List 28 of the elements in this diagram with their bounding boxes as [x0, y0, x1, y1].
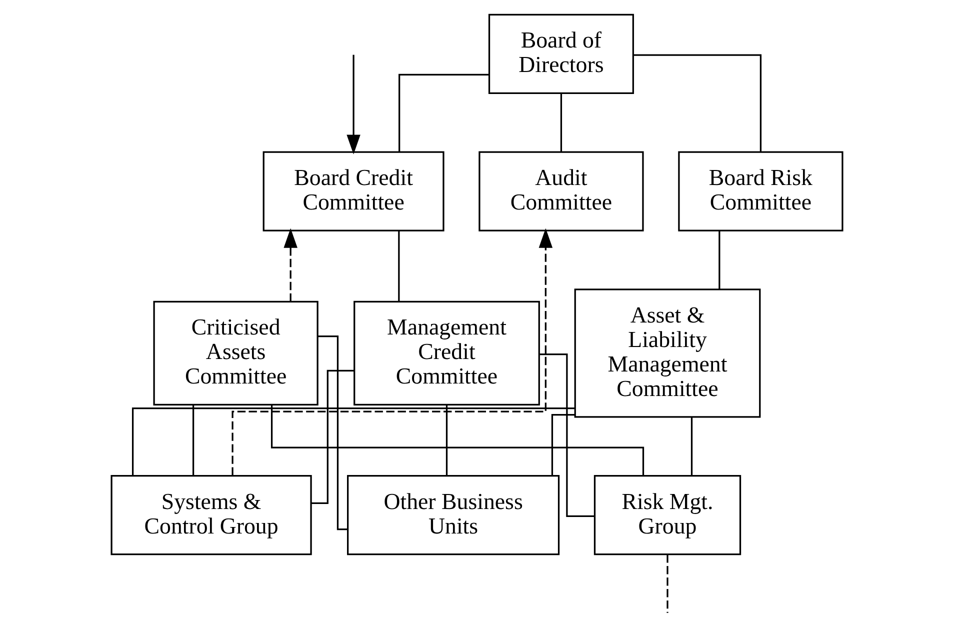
connector — [539, 354, 594, 518]
node-box: Board Risk Committee — [678, 151, 843, 232]
node-box: Systems & Control Group — [110, 474, 312, 556]
connector — [398, 230, 400, 302]
connector — [666, 554, 668, 613]
node-box: Board of Directors — [488, 14, 634, 94]
arrow — [283, 228, 297, 302]
node-box: Board Credit Committee — [262, 151, 444, 232]
connector — [398, 74, 488, 152]
connector — [310, 370, 354, 504]
node-box: Audit Committee — [478, 151, 644, 232]
connector — [317, 336, 348, 530]
arrow — [231, 228, 552, 476]
node-box: Asset & Liability Management Committee — [574, 288, 760, 418]
connector — [550, 414, 574, 476]
connector — [445, 404, 448, 476]
connector — [560, 94, 562, 152]
connector — [192, 404, 194, 476]
arrow — [346, 54, 360, 154]
node-box: Other Business Units — [346, 474, 560, 556]
node-box: Management Credit Committee — [353, 300, 540, 406]
node-box: Risk Mgt. Group — [593, 474, 741, 556]
connector — [632, 54, 762, 152]
connector — [131, 407, 574, 476]
connector — [270, 404, 644, 476]
connector — [690, 417, 692, 476]
node-box: Criticised Assets Committee — [152, 300, 318, 406]
connector — [718, 230, 720, 290]
